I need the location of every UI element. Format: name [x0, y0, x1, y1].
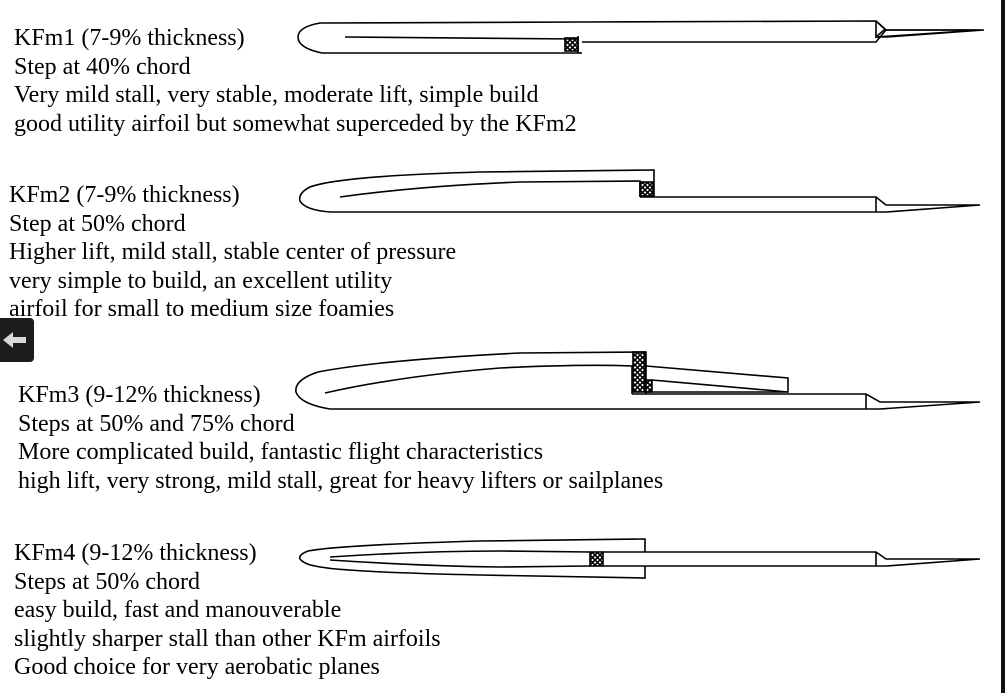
kfm2-note-2: very simple to build, an excellent utili… [9, 267, 393, 294]
kfm4-note-2: slightly sharper stall than other KFm ai… [14, 625, 441, 652]
kfm1-note-2: good utility airfoil but somewhat superc… [14, 110, 577, 137]
arrow-left-icon [3, 332, 26, 348]
kfm4-description: KFm4 (9-12% thickness) Steps at 50% chor… [14, 539, 441, 682]
kfm2-note-3: airfoil for small to medium size foamies [9, 296, 395, 323]
kfm3-step: Steps at 50% and 75% chord [18, 410, 295, 437]
kfm4-note-1: easy build, fast and manouverable [14, 597, 342, 624]
kfm3-note-1: More complicated build, fantastic flight… [18, 439, 544, 466]
kfm3-title: KFm3 (9-12% thickness) [18, 382, 261, 408]
back-button[interactable] [0, 318, 34, 362]
kfm2-title: KFm2 (7-9% thickness) [9, 182, 240, 208]
kfm3-description: KFm3 (9-12% thickness) Steps at 50% and … [18, 381, 663, 495]
kfm1-note-1: Very mild stall, very stable, moderate l… [14, 82, 539, 109]
kfm4-title: KFm4 (9-12% thickness) [14, 540, 257, 566]
kfm1-description: KFm1 (7-9% thickness) Step at 40% chord … [14, 24, 577, 138]
kfm2-step: Step at 50% chord [9, 210, 186, 237]
kfm4-step: Steps at 50% chord [14, 568, 200, 595]
right-edge-border [1001, 0, 1005, 693]
kfm2-description: KFm2 (7-9% thickness) Step at 50% chord … [9, 181, 456, 324]
kfm1-title: KFm1 (7-9% thickness) [14, 25, 245, 51]
kfm1-step: Step at 40% chord [14, 53, 191, 80]
kfm3-note-2: high lift, very strong, mild stall, grea… [18, 467, 664, 494]
kfm4-note-3: Good choice for very aerobatic planes [14, 654, 380, 681]
kfm2-note-1: Higher lift, mild stall, stable center o… [9, 239, 457, 266]
